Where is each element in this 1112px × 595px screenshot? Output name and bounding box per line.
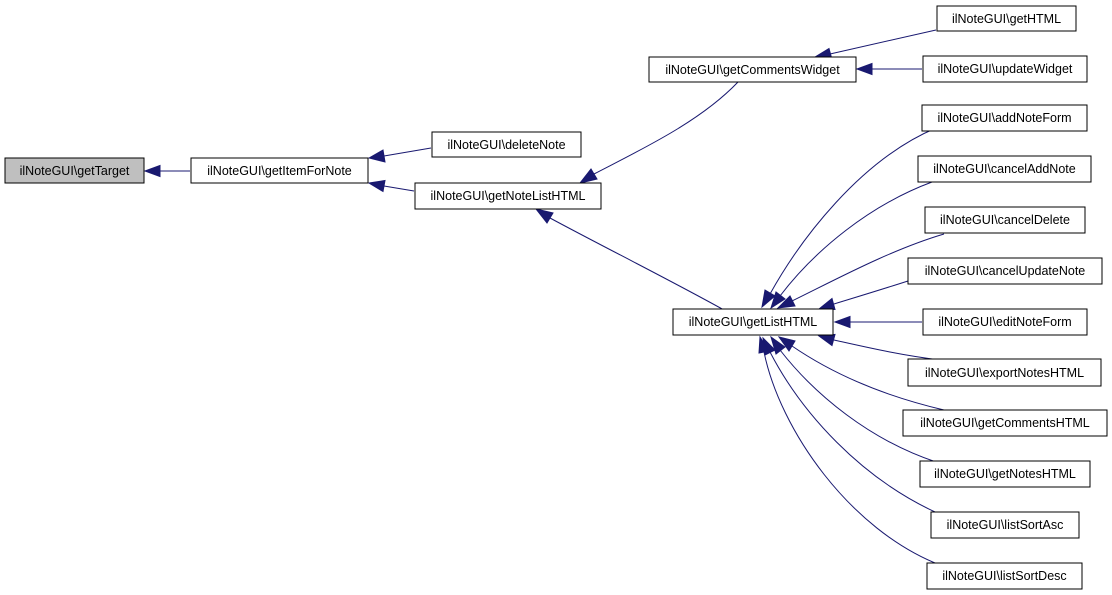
arrowhead: [534, 208, 554, 224]
node-cancelDelete[interactable]: ilNoteGUI\cancelDelete: [924, 206, 1086, 234]
node-editNoteForm[interactable]: ilNoteGUI\editNoteForm: [922, 308, 1088, 336]
edge-exportNotesHTML-to-getListHTML: [833, 339, 941, 361]
node-deleteNote[interactable]: ilNoteGUI\deleteNote: [431, 131, 582, 158]
node-label: ilNoteGUI\exportNotesHTML: [925, 366, 1084, 380]
node-label: ilNoteGUI\getCommentsWidget: [665, 63, 840, 77]
arrowhead: [770, 291, 786, 310]
node-listSortDesc[interactable]: ilNoteGUI\listSortDesc: [926, 562, 1083, 590]
arrowhead: [578, 168, 598, 184]
edge-cancelUpdateNote-to-getListHTML: [833, 280, 909, 305]
edge-getNoteListHTML-to-getItemForNote: [383, 185, 415, 192]
node-label: ilNoteGUI\getNoteListHTML: [431, 189, 586, 203]
node-cancelUpdateNote[interactable]: ilNoteGUI\cancelUpdateNote: [907, 257, 1103, 285]
node-label: ilNoteGUI\deleteNote: [447, 138, 565, 152]
node-getHTML[interactable]: ilNoteGUI\getHTML: [936, 5, 1077, 32]
node-label: ilNoteGUI\getTarget: [20, 164, 130, 178]
arrowhead: [367, 179, 386, 193]
arrowhead: [770, 335, 786, 355]
node-getTarget[interactable]: ilNoteGUI\getTarget: [4, 157, 145, 184]
arrowhead: [817, 297, 836, 311]
node-exportNotesHTML[interactable]: ilNoteGUI\exportNotesHTML: [907, 358, 1102, 387]
node-label: ilNoteGUI\listSortDesc: [942, 569, 1066, 583]
node-label: ilNoteGUI\getItemForNote: [207, 164, 352, 178]
node-label: ilNoteGUI\getNotesHTML: [934, 467, 1076, 481]
node-label: ilNoteGUI\addNoteForm: [937, 111, 1071, 125]
node-label: ilNoteGUI\updateWidget: [938, 62, 1073, 76]
edge-listSortAsc-to-getListHTML: [769, 351, 945, 517]
node-label: ilNoteGUI\getHTML: [952, 12, 1061, 26]
graph-nodes: ilNoteGUI\getTarget ilNoteGUI\getItemFor…: [4, 5, 1108, 590]
edge-addNoteForm-to-getListHTML: [769, 127, 937, 295]
node-cancelAddNote[interactable]: ilNoteGUI\cancelAddNote: [917, 155, 1092, 183]
edge-listSortDesc-to-getListHTML: [763, 351, 941, 566]
arrowhead: [777, 336, 796, 352]
graph-edges: [143, 29, 945, 566]
node-label: ilNoteGUI\editNoteForm: [938, 315, 1071, 329]
edge-deleteNote-to-getItemForNote: [383, 147, 432, 157]
arrowhead: [817, 333, 836, 347]
edge-cancelAddNote-to-getListHTML: [779, 181, 933, 297]
edge-getListHTML-to-getNoteListHTML: [549, 217, 725, 311]
edge-getCommentsHTML-to-getListHTML: [791, 345, 945, 411]
edge-getNotesHTML-to-getListHTML: [779, 349, 937, 463]
node-getListHTML[interactable]: ilNoteGUI\getListHTML: [672, 308, 834, 336]
arrowhead: [758, 335, 770, 354]
node-listSortAsc[interactable]: ilNoteGUI\listSortAsc: [930, 511, 1080, 539]
node-getItemForNote[interactable]: ilNoteGUI\getItemForNote: [190, 157, 369, 184]
node-label: ilNoteGUI\cancelUpdateNote: [925, 264, 1086, 278]
arrowhead: [833, 315, 851, 329]
node-label: ilNoteGUI\getCommentsHTML: [920, 416, 1090, 430]
node-getCommentsHTML[interactable]: ilNoteGUI\getCommentsHTML: [902, 409, 1108, 437]
node-label: ilNoteGUI\cancelDelete: [940, 213, 1070, 227]
arrowhead: [143, 164, 161, 178]
node-label: ilNoteGUI\cancelAddNote: [933, 162, 1075, 176]
arrowhead: [855, 62, 873, 76]
node-getNoteListHTML[interactable]: ilNoteGUI\getNoteListHTML: [414, 182, 602, 210]
arrowhead: [761, 289, 776, 309]
node-updateWidget[interactable]: ilNoteGUI\updateWidget: [922, 55, 1088, 83]
arrowhead: [776, 295, 796, 309]
edge-getHTML-to-getCommentsWidget: [829, 29, 937, 55]
node-getNotesHTML[interactable]: ilNoteGUI\getNotesHTML: [919, 460, 1091, 488]
edge-getCommentsWidget-to-getNoteListHTML: [593, 81, 739, 175]
node-addNoteForm[interactable]: ilNoteGUI\addNoteForm: [921, 104, 1088, 132]
arrowhead: [367, 149, 386, 163]
node-getCommentsWidget[interactable]: ilNoteGUI\getCommentsWidget: [648, 56, 857, 83]
node-label: ilNoteGUI\listSortAsc: [947, 518, 1064, 532]
node-label: ilNoteGUI\getListHTML: [689, 315, 818, 329]
edge-cancelDelete-to-getListHTML: [791, 233, 945, 302]
